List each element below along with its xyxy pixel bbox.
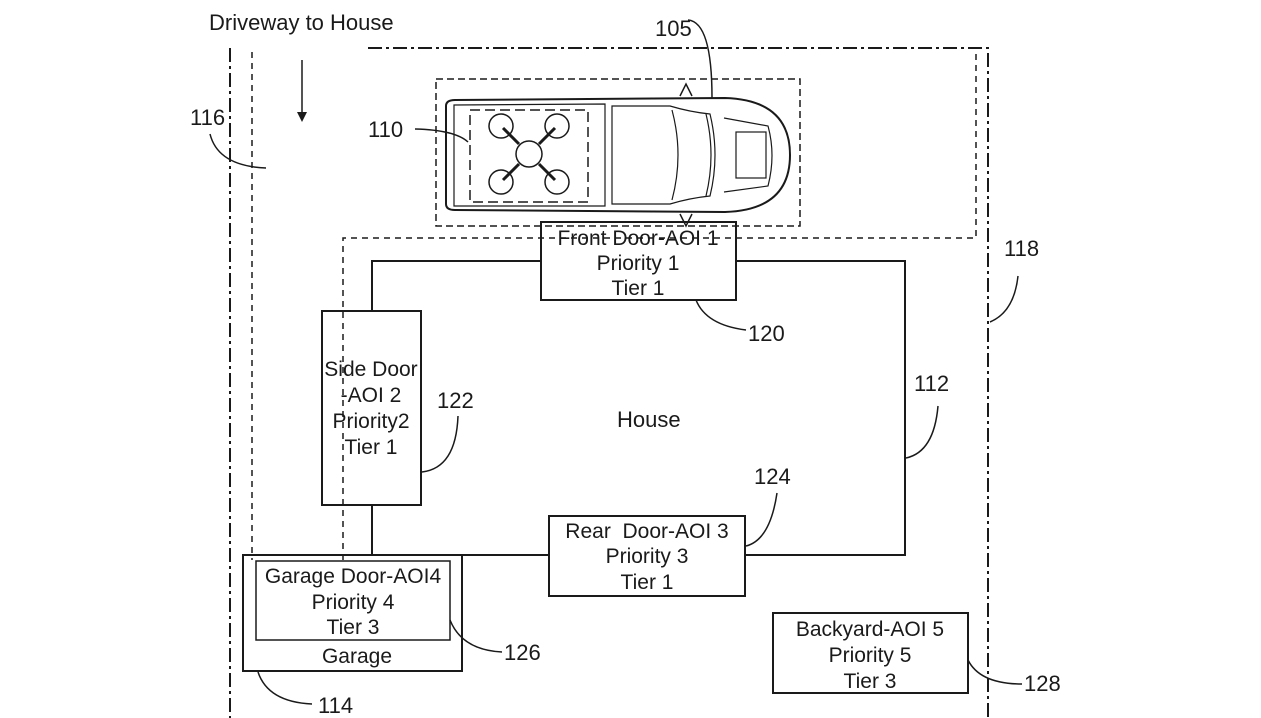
- ref-backyard: 128: [1024, 671, 1061, 696]
- side-door-name-line2: -AOI 2: [341, 384, 402, 407]
- vehicle-icon: [445, 82, 792, 228]
- side-door-priority: Priority2: [332, 410, 409, 433]
- ref-house: 112: [914, 371, 949, 396]
- ref-garage: 114: [318, 693, 353, 718]
- vehicle-zone: [435, 78, 801, 227]
- driveway-arrow-icon: [297, 60, 307, 122]
- backyard-priority: Priority 5: [829, 644, 912, 667]
- ref-side-door: 122: [437, 388, 474, 413]
- front-door-name: Front Door-AOI 1: [557, 227, 718, 250]
- garage-door-name: Garage Door-AOI4: [265, 565, 442, 588]
- ref-garage-door: 126: [504, 640, 541, 665]
- garage-door-aoi-box: [255, 560, 451, 641]
- front-door-priority: Priority 1: [597, 252, 680, 275]
- front-door-tier: Tier 1: [612, 277, 665, 300]
- rear-door-aoi-box: [548, 515, 746, 597]
- backyard-tier: Tier 3: [844, 670, 897, 693]
- ref-rear-door: 124: [754, 464, 791, 489]
- backyard-aoi-box: [772, 612, 969, 694]
- side-door-tier: Tier 1: [345, 436, 398, 459]
- ref-property-boundary: 118: [1004, 236, 1039, 261]
- garage-label: Garage: [322, 645, 392, 668]
- house-perimeter-zone: [342, 48, 977, 560]
- side-door-name-line1: Side Door: [324, 358, 417, 381]
- front-door-aoi-box: [540, 221, 737, 301]
- drone-icon: [469, 109, 589, 203]
- backyard-name: Backyard-AOI 5: [796, 618, 944, 641]
- house-label: House: [617, 407, 681, 432]
- ref-drone: 110: [368, 117, 403, 142]
- rear-door-name: Rear Door-AOI 3: [565, 520, 728, 543]
- leader-lines: [209, 19, 1023, 705]
- ref-driveway: 116: [190, 105, 225, 130]
- driveway-label: Driveway to House: [209, 10, 394, 35]
- rear-door-tier: Tier 1: [621, 571, 674, 594]
- ref-front-door: 120: [748, 321, 785, 346]
- garage-door-priority: Priority 4: [312, 591, 395, 614]
- ref-vehicle: 105: [655, 16, 692, 41]
- side-door-aoi-box: [321, 310, 422, 506]
- garage-door-tier: Tier 3: [327, 616, 380, 639]
- garage-box: [242, 554, 463, 672]
- rear-door-priority: Priority 3: [606, 545, 689, 568]
